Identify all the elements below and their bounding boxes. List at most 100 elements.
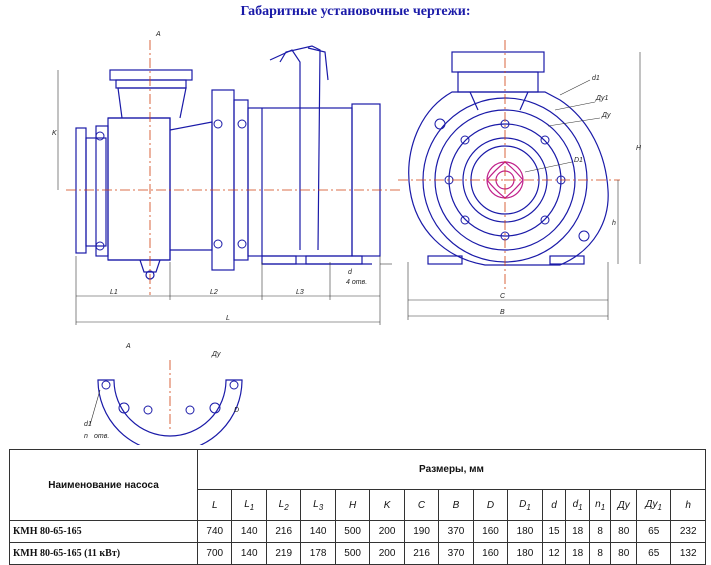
dimension-cell: 219 bbox=[265, 542, 302, 565]
label-l2: L2 bbox=[210, 289, 218, 296]
column-symbol: C bbox=[417, 499, 426, 511]
column-symbol: Ду bbox=[617, 499, 630, 511]
label-l: L bbox=[226, 315, 230, 322]
dimension-cell: 180 bbox=[507, 542, 543, 565]
dimension-cell: 160 bbox=[472, 542, 509, 565]
label-l1: L1 bbox=[110, 289, 118, 296]
column-header: Ду bbox=[610, 489, 638, 521]
column-header: H bbox=[334, 489, 371, 521]
label-du: Ду bbox=[601, 112, 611, 119]
dimension-cell: 65 bbox=[636, 542, 672, 565]
column-subscript: 1 bbox=[657, 502, 662, 512]
dimension-cell: 370 bbox=[438, 542, 474, 565]
column-header: D bbox=[472, 489, 509, 521]
column-header: Ду1 bbox=[636, 489, 672, 521]
column-subscript: 2 bbox=[284, 502, 289, 512]
column-symbol: d bbox=[572, 498, 579, 510]
column-header: h bbox=[670, 489, 706, 521]
column-symbol: D bbox=[519, 498, 527, 510]
column-symbol: h bbox=[685, 499, 691, 511]
column-header: L3 bbox=[300, 489, 336, 521]
dimension-cell: 700 bbox=[196, 542, 233, 565]
center-lines bbox=[66, 40, 620, 430]
dimension-cell: 500 bbox=[334, 542, 371, 565]
dimension-cell: 65 bbox=[636, 520, 672, 543]
label-h-big: H bbox=[636, 145, 642, 152]
column-header: D1 bbox=[507, 489, 543, 521]
dimension-cell: 80 bbox=[610, 542, 638, 565]
column-header: L bbox=[196, 489, 233, 521]
label-h: h bbox=[612, 220, 616, 227]
column-header: d1 bbox=[565, 489, 590, 521]
dimension-cell: 200 bbox=[369, 542, 405, 565]
dimension-cell: 216 bbox=[265, 520, 302, 543]
dimension-cell: 178 bbox=[300, 542, 336, 565]
column-symbol: L bbox=[244, 498, 250, 510]
dimension-cell: 12 bbox=[541, 542, 567, 565]
label-d-small: d bbox=[348, 269, 353, 276]
column-subscript: 1 bbox=[578, 502, 583, 512]
label-holes: 4 отв. bbox=[346, 279, 367, 286]
label-d1: d1 bbox=[592, 75, 600, 82]
detail-a-view bbox=[97, 379, 243, 445]
label-a-detail: A bbox=[125, 343, 131, 350]
pump-name-cell: КМН 80-65-165 (11 кВт) bbox=[9, 542, 198, 565]
column-header: C bbox=[403, 489, 440, 521]
dimension-cell: 18 bbox=[565, 520, 590, 543]
dimension-cell: 370 bbox=[438, 520, 474, 543]
sizes-header: Размеры, мм bbox=[197, 448, 706, 491]
label-c: C bbox=[500, 293, 506, 300]
label-detail-d: D bbox=[234, 407, 239, 414]
label-b: B bbox=[500, 309, 505, 316]
side-view bbox=[75, 45, 381, 280]
column-symbol: L bbox=[211, 499, 218, 511]
column-header: L1 bbox=[231, 489, 267, 521]
column-subscript: 1 bbox=[600, 502, 606, 512]
column-header: L2 bbox=[265, 489, 302, 521]
label-d1-big: D1 bbox=[574, 157, 583, 164]
column-symbol: H bbox=[348, 499, 357, 511]
column-symbol: B bbox=[452, 499, 460, 511]
label-detail-n: n bbox=[84, 433, 88, 440]
label-detail-holes: отв. bbox=[94, 433, 109, 440]
label-k: K bbox=[52, 130, 57, 137]
dimension-cell: 140 bbox=[231, 542, 267, 565]
column-symbol: L bbox=[278, 498, 285, 510]
dimension-cell: 15 bbox=[541, 520, 567, 543]
label-detail-du: Ду bbox=[211, 351, 221, 358]
column-symbol: d bbox=[551, 499, 557, 511]
dimension-cell: 140 bbox=[300, 520, 336, 543]
dimension-cell: 190 bbox=[403, 520, 440, 543]
dimension-cell: 132 bbox=[670, 542, 706, 565]
dimension-cell: 180 bbox=[507, 520, 543, 543]
column-symbol: D bbox=[486, 499, 495, 511]
column-symbol: n bbox=[595, 498, 601, 510]
dimension-cell: 232 bbox=[670, 520, 706, 543]
dimension-cell: 500 bbox=[334, 520, 371, 543]
dimension-cell: 160 bbox=[472, 520, 509, 543]
dimension-cell: 140 bbox=[231, 520, 267, 543]
dimension-cell: 216 bbox=[403, 542, 440, 565]
column-symbol: K bbox=[383, 499, 391, 511]
dimension-cell: 8 bbox=[588, 542, 612, 565]
label-du1: Ду1 bbox=[595, 95, 609, 102]
column-subscript: 1 bbox=[526, 502, 531, 512]
label-l3: L3 bbox=[296, 289, 304, 296]
column-header: d bbox=[541, 489, 567, 521]
dimension-lines bbox=[57, 52, 641, 426]
dimension-cell: 200 bbox=[369, 520, 405, 543]
dimension-cell: 740 bbox=[196, 520, 233, 543]
dimension-cell: 18 bbox=[565, 542, 590, 565]
label-a-top: A bbox=[155, 31, 161, 38]
column-subscript: 3 bbox=[318, 502, 324, 512]
column-header: n1 bbox=[588, 489, 612, 521]
column-subscript: 1 bbox=[249, 502, 255, 512]
installation-drawing: A K L1 L2 L3 L d 4 отв. d1 Ду1 Ду D1 H h… bbox=[52, 31, 642, 445]
column-symbol: L bbox=[313, 498, 319, 510]
column-header: B bbox=[438, 489, 474, 521]
page-title: Габаритные установочные чертежи: bbox=[240, 4, 471, 19]
